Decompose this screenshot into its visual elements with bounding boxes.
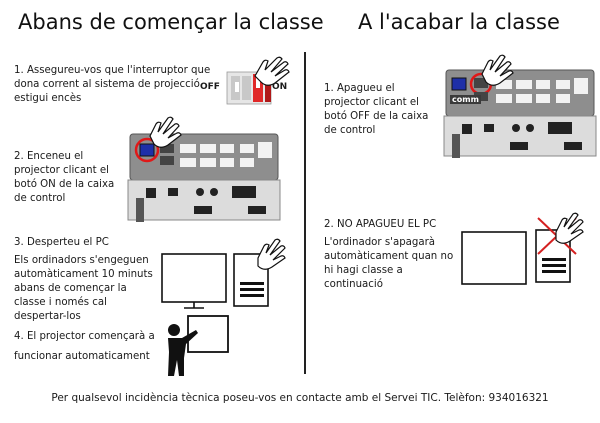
power-switch-illustration (226, 56, 290, 105)
left-step-4-title: 4. El projector començarà a (14, 331, 155, 342)
left-heading: Abans de començar la classe (18, 10, 324, 34)
left-step-3-title: 3. Desperteu el PC (14, 237, 109, 248)
switch-off-label: OFF (200, 82, 220, 92)
left-step-3-text: Els ordinadors s'engeguen automàticament… (14, 255, 153, 322)
right-heading: A l'acabar la classe (358, 10, 560, 34)
left-step-1-text: 1. Assegureu-vos que l'interruptor que d… (14, 65, 211, 104)
switch-on-label: ON (272, 82, 288, 92)
column-divider (304, 52, 306, 374)
presenter-illustration (168, 315, 229, 376)
control-box-on-illustration (127, 116, 281, 222)
control-box-brand: comm (450, 95, 481, 104)
right-step-1-text: 1. Apagueu el projector clicant el botó … (324, 83, 429, 136)
right-step-2-title: 2. NO APAGUEU EL PC (324, 219, 437, 230)
left-step-4-text: funcionar automaticament (14, 351, 150, 362)
left-step-2-text: 2. Enceneu el projector clicant el botó … (14, 151, 115, 204)
footer-contact: Per qualsevol incidència tècnica poseu-v… (51, 392, 549, 404)
right-step-2-text: L'ordinador s'apagarà automàticament qua… (324, 237, 454, 290)
pc-illustration (161, 238, 286, 309)
control-box-off-illustration (443, 54, 597, 158)
pc-no-touch-illustration (461, 212, 584, 285)
